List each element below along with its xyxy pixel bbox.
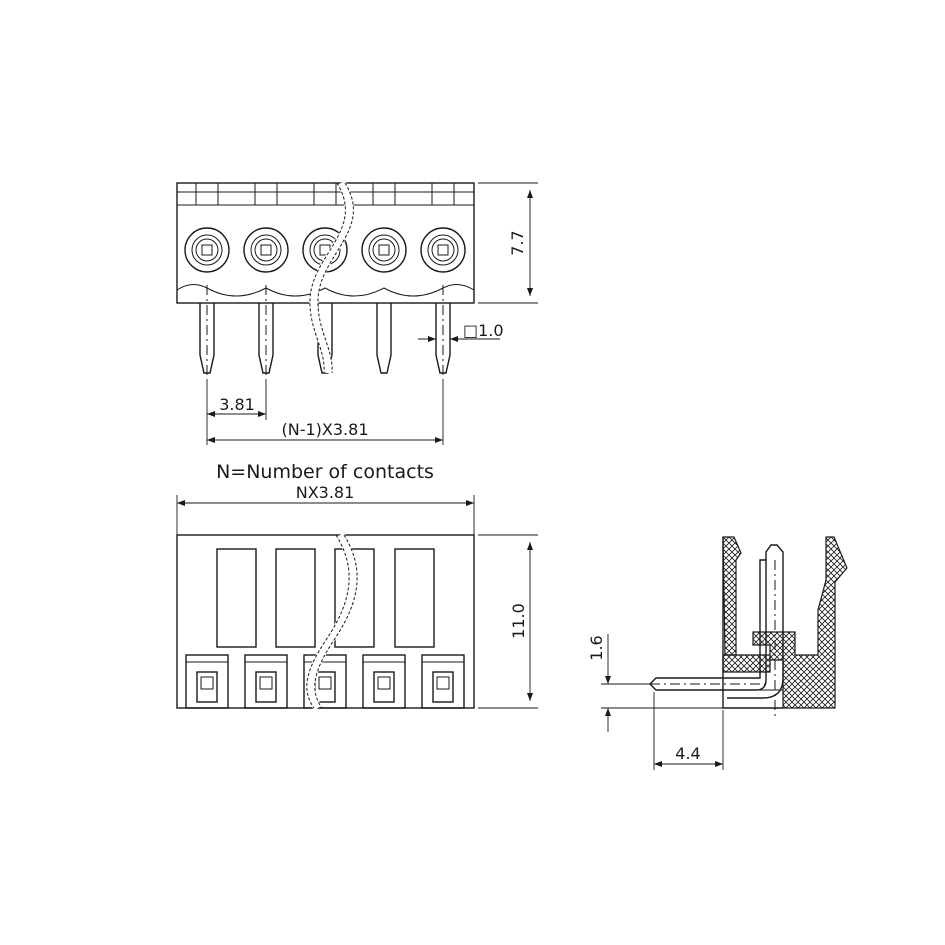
wire-entry-3 xyxy=(334,548,375,648)
dim-span: (N-1)X3.81 xyxy=(207,380,444,445)
contact-pocket-4 xyxy=(362,654,406,709)
dim-pin-offset-label: 1.6 xyxy=(587,635,606,660)
front-break-line xyxy=(306,532,358,711)
wire-entry-windows xyxy=(216,548,435,648)
contact-pocket-5 xyxy=(421,654,465,709)
screw-head-5 xyxy=(420,227,466,273)
dim-height-front: 11.0 xyxy=(478,534,538,709)
pin-4 xyxy=(376,303,392,374)
wire-entry-1 xyxy=(216,548,257,648)
dim-pin-length-label: 4.4 xyxy=(675,744,700,763)
dim-span-label: (N-1)X3.81 xyxy=(282,420,369,439)
top-view: 7.7 □1.0 3.81 (N-1)X3.81 xyxy=(176,180,538,445)
contact-pocket-2 xyxy=(244,654,288,709)
wire-entry-4 xyxy=(394,548,435,648)
housing-floor-left xyxy=(722,654,771,673)
pin-3 xyxy=(317,303,333,374)
contact-bent-pin xyxy=(649,559,767,691)
dim-pin-offset: 1.6 xyxy=(587,634,723,732)
contact-pockets xyxy=(185,654,465,709)
screw-heads xyxy=(184,227,466,273)
wire-entry-2 xyxy=(275,548,316,648)
dim-pin-length: 4.4 xyxy=(653,692,724,770)
top-break-line xyxy=(309,180,354,374)
dim-height-top: 7.7 xyxy=(478,182,538,304)
front-view: NX3.81 xyxy=(176,483,538,711)
housing-left-wall xyxy=(722,536,742,656)
contacts-note: N=Number of contacts xyxy=(216,461,434,483)
dim-height-front-label: 11.0 xyxy=(509,603,528,639)
front-body-outline xyxy=(176,534,475,709)
contact-pocket-1 xyxy=(185,654,229,709)
screw-head-4 xyxy=(361,227,407,273)
side-view: 1.6 4.4 xyxy=(587,536,848,770)
top-pins xyxy=(199,285,451,380)
screw-head-2 xyxy=(243,227,289,273)
dim-pitch-label: 3.81 xyxy=(219,395,255,414)
top-scallop-edge xyxy=(176,284,475,297)
contact-terminal xyxy=(727,544,784,699)
dim-pin-square-label: □1.0 xyxy=(463,321,504,340)
top-slot-dividers xyxy=(195,182,455,206)
dim-overall: NX3.81 xyxy=(176,483,475,535)
dim-overall-label: NX3.81 xyxy=(296,483,355,502)
dim-pitch: 3.81 xyxy=(206,380,267,445)
screw-head-1 xyxy=(184,227,230,273)
housing-right-block xyxy=(752,536,848,709)
dim-height-top-label: 7.7 xyxy=(508,230,527,255)
dim-pin-square: □1.0 xyxy=(418,321,504,342)
